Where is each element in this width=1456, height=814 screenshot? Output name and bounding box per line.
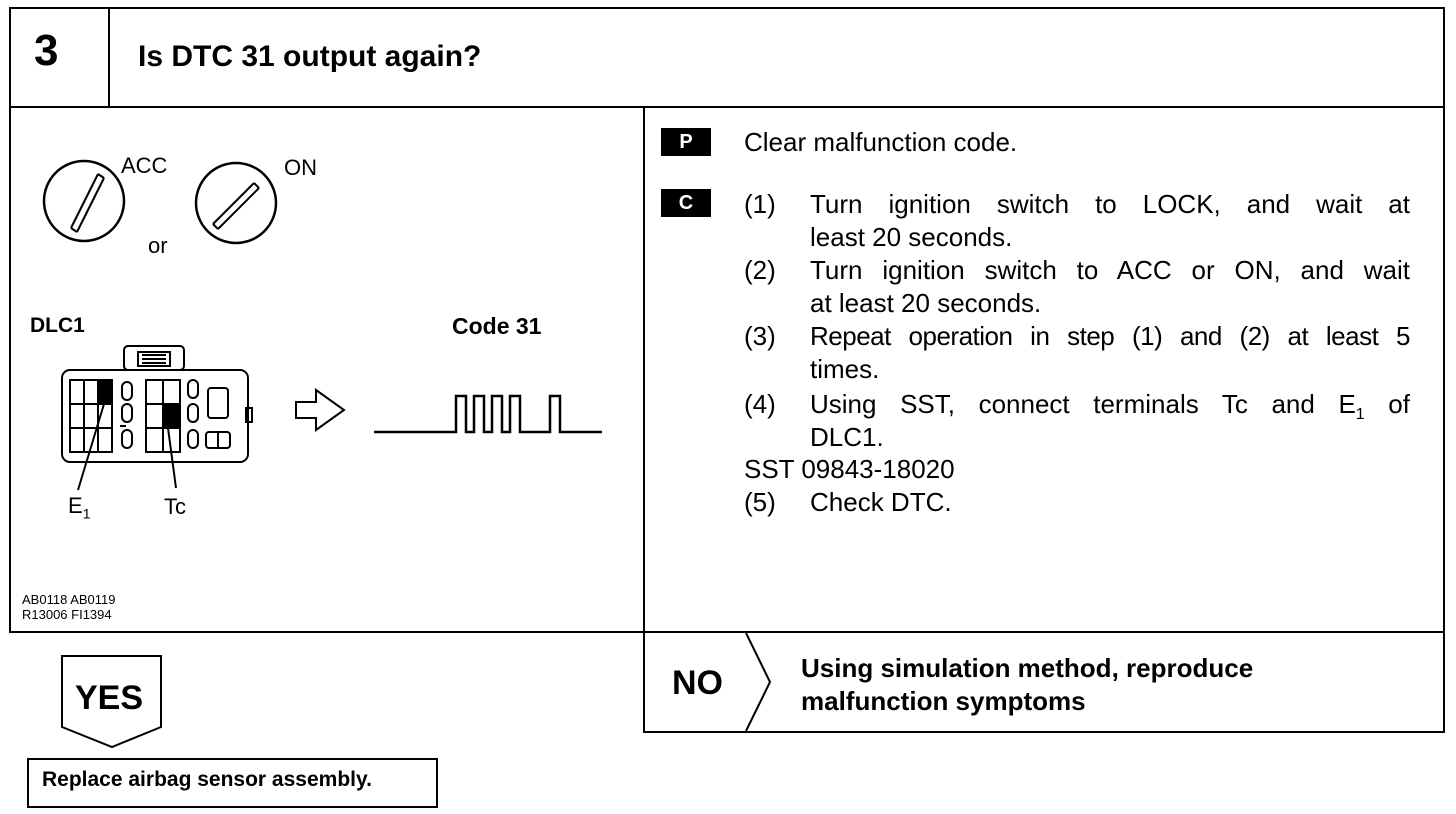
yes-arrow-box — [61, 655, 162, 749]
step-1-line1: Turn ignition switch to LOCK, and wait a… — [810, 189, 1410, 219]
step-5-line1: Check DTC. — [810, 487, 952, 517]
no-label: NO — [672, 664, 723, 702]
header-divider — [108, 7, 110, 108]
dlc1-label: DLC1 — [30, 314, 85, 337]
no-result-line2: malfunction symptoms — [801, 686, 1086, 716]
acc-label: ACC — [121, 153, 168, 178]
yes-action-text: Replace airbag sensor assembly. — [42, 768, 372, 791]
procedure-panel — [643, 106, 1445, 633]
step-3-line1: Repeat operation in step (1) and (2) at … — [810, 321, 1411, 351]
step-2-number: (2) — [744, 255, 776, 285]
yes-action-box — [27, 758, 438, 808]
arrow-right-icon — [295, 388, 346, 432]
step-5-number: (5) — [744, 487, 776, 517]
terminal-e1-subscript: 1 — [82, 505, 91, 522]
step-4-line1: Using SST, connect terminals Tc and E1 o… — [810, 388, 1410, 431]
step-4-line2: DLC1. — [810, 422, 884, 452]
step-4-number: (4) — [744, 389, 776, 419]
terminal-tc-label: Tc — [164, 494, 186, 519]
terminal-e1-label: E1 — [68, 493, 90, 521]
ignition-figure — [42, 159, 602, 491]
no-branch-box — [643, 631, 1445, 733]
terminal-e1-text: E — [68, 493, 83, 518]
no-chevron-divider — [745, 633, 772, 731]
c-badge: C — [661, 189, 711, 217]
sst-line: SST 09843-18020 — [744, 454, 955, 484]
ignition-key-acc-icon — [42, 159, 126, 243]
step-number: 3 — [34, 26, 59, 75]
dlc1-connector-icon — [61, 345, 253, 491]
step-question: Is DTC 31 output again? — [138, 40, 482, 73]
ignition-key-on-icon — [194, 161, 278, 245]
step-4-subscript: 1 — [1355, 406, 1365, 424]
step-4-text-a: Using SST, connect terminals Tc and E — [810, 389, 1356, 419]
code-31-waveform — [374, 394, 602, 434]
step-1-number: (1) — [744, 189, 776, 219]
step-2-line2: at least 20 seconds. — [810, 288, 1042, 318]
p-instruction: Clear malfunction code. — [744, 127, 1018, 157]
on-label: ON — [284, 155, 317, 180]
or-label: or — [148, 233, 168, 258]
code-31-label: Code 31 — [452, 313, 542, 339]
step-1-line2: least 20 seconds. — [810, 222, 1013, 252]
step-4-text-b: of — [1364, 389, 1410, 419]
yes-label: YES — [75, 679, 144, 717]
no-result-line1: Using simulation method, reproduce — [801, 653, 1254, 683]
figure-ref-line1: AB0118 AB0119 — [22, 592, 116, 607]
step-2-line1: Turn ignition switch to ACC or ON, and w… — [810, 255, 1410, 285]
step-3-line2: times. — [810, 354, 880, 384]
figure-ref-line2: R13006 FI1394 — [22, 607, 112, 622]
step-3-number: (3) — [744, 321, 776, 351]
p-badge: P — [661, 128, 711, 156]
